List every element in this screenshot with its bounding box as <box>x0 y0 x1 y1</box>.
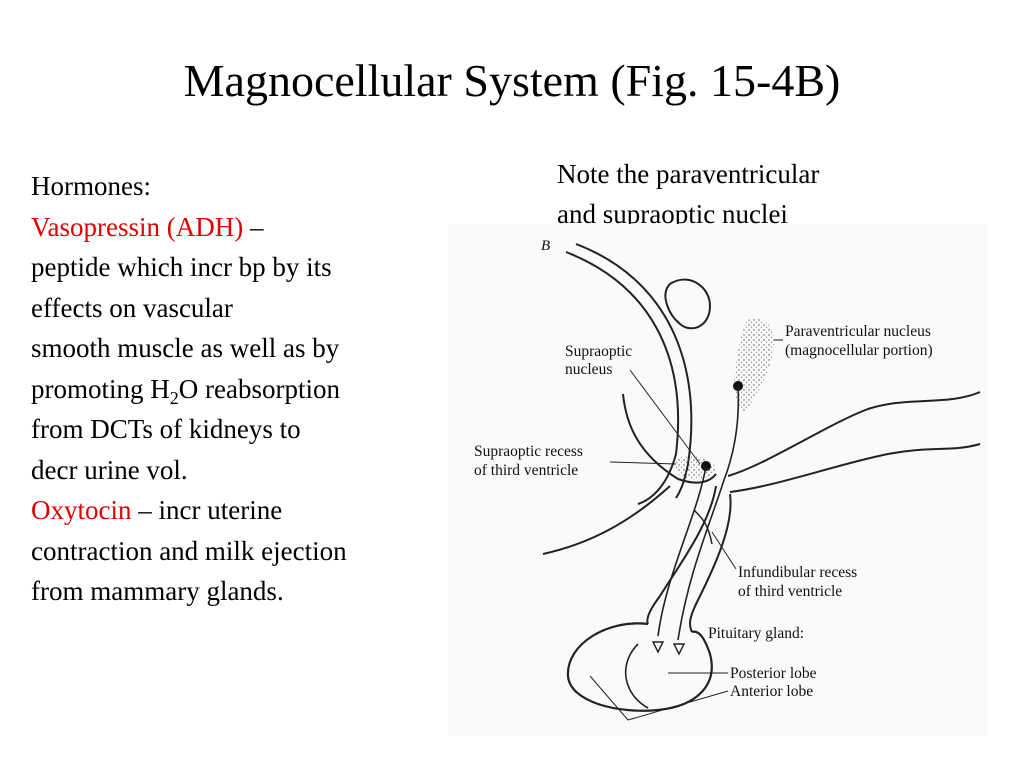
pituitary-lobe-divider <box>624 643 649 709</box>
diagram-svg: B Paraventricular nucleus (mag <box>448 224 988 736</box>
magnocellular-diagram: B Paraventricular nucleus (mag <box>448 224 988 736</box>
hypothalamic-surface <box>729 443 981 493</box>
leader-line <box>629 369 701 465</box>
axon-terminal-arrow <box>672 643 686 656</box>
label-paraventricular-portion: (magnocellular portion) <box>785 342 933 359</box>
paraventricular-nucleus-shading <box>734 318 775 414</box>
figure-letter: B <box>541 238 550 254</box>
slide-title: Magnocellular System (Fig. 15-4B) <box>183 55 841 106</box>
label-pituitary-gland: Pituitary gland: <box>708 625 804 642</box>
oxytocin-desc-line: from mammary glands. <box>31 576 284 606</box>
oxytocin-desc-line: contraction and milk ejection <box>31 535 347 566</box>
hormones-text-block: Hormones: Vasopressin (ADH) – peptide wh… <box>31 166 441 612</box>
leader-line <box>711 531 737 570</box>
label-supraoptic-nucleus: Supraoptic <box>565 343 632 360</box>
leader-line <box>609 461 677 465</box>
vasopressin-desc-line: smooth muscle as well as by <box>31 333 340 363</box>
vasopressin-line: Vasopressin (ADH) – <box>31 207 441 248</box>
brain-outline-curve <box>575 243 693 499</box>
vasopressin-desc-line: from DCTs of kidneys to <box>31 414 301 444</box>
anterior-curve <box>542 485 671 555</box>
water-subscript: 2 <box>169 387 179 408</box>
vasopressin-desc-line: effects on vascular <box>31 292 233 323</box>
infundibular-recess <box>693 509 713 545</box>
hypothalamic-surface <box>727 391 981 477</box>
label-anterior-lobe: Anterior lobe <box>730 683 813 700</box>
label-infundibular-recess: Infundibular recess <box>738 564 857 581</box>
leader-line <box>627 690 729 721</box>
label-supraoptic-recess-2: of third ventricle <box>474 462 578 479</box>
infundibular-stalk <box>646 485 717 625</box>
vasopressin-dash: – <box>243 211 264 242</box>
note-line: Note the paraventricular <box>557 159 820 189</box>
label-posterior-lobe: Posterior lobe <box>730 665 817 682</box>
label-infundibular-recess-2: of third ventricle <box>738 583 842 600</box>
label-supraoptic-nucleus-2: nucleus <box>565 361 612 378</box>
supraoptic-axon <box>657 465 707 637</box>
oval-structure <box>664 278 712 330</box>
note-text: Note the paraventricular and supraoptic … <box>557 154 819 234</box>
vasopressin-desc-line: decr urine vol. <box>31 454 188 485</box>
paraventricular-axon <box>677 385 740 641</box>
infundibular-stalk <box>689 493 732 633</box>
axon-terminal-arrow <box>651 641 665 654</box>
figure-background <box>448 224 988 736</box>
vasopressin-name: Vasopressin (ADH) <box>31 211 244 242</box>
promoting-suffix: O reabsorption <box>178 373 340 404</box>
oxytocin-line: Oxytocin – incr uterine <box>31 490 441 531</box>
ventricle-wall <box>622 393 717 484</box>
oxytocin-rest: – incr uterine <box>131 495 283 525</box>
pituitary-gland-outline <box>566 622 713 712</box>
label-paraventricular: Paraventricular nucleus <box>785 323 931 340</box>
promoting-prefix: promoting H <box>31 373 170 404</box>
label-supraoptic-recess: Supraoptic recess <box>474 443 583 460</box>
brain-outline-curve <box>565 251 680 505</box>
promoting-water-line: promoting H2O reabsorption <box>31 369 441 410</box>
vasopressin-desc-line: peptide which incr bp by its <box>31 252 332 282</box>
hormones-heading: Hormones: <box>31 171 151 201</box>
oxytocin-name: Oxytocin <box>31 495 132 525</box>
leader-line <box>589 675 629 721</box>
